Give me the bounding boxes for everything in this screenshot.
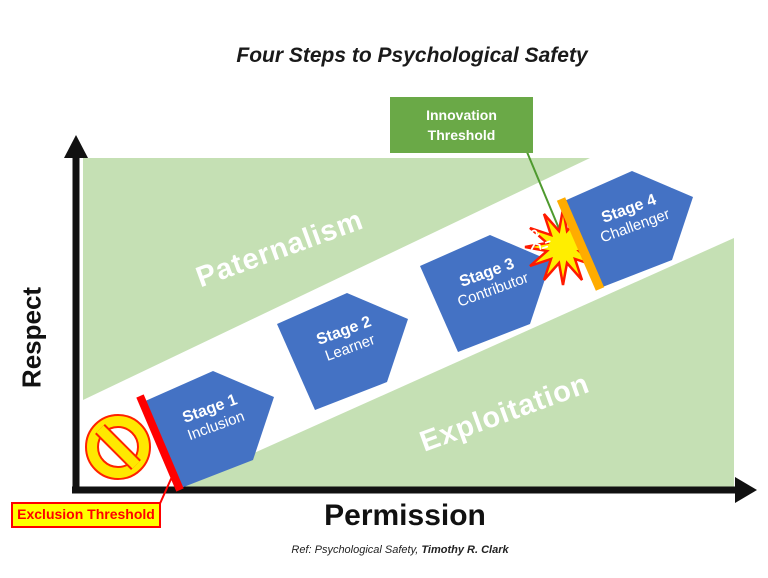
innovation-threshold-line2: Threshold [427,127,496,143]
stage1-label-block: Stage 1 Inclusion [146,365,281,457]
exclusion-threshold-callout: Exclusion Threshold [11,502,161,528]
innovation-threshold-callout: Innovation Threshold [390,97,533,153]
diagram-title: Four Steps to Psychological Safety [236,44,588,67]
stage4-pentagon [562,171,693,288]
paternalism-region [83,158,590,400]
exploitation-region [178,238,734,487]
running-person-icon [671,164,687,188]
y-axis-arrowhead [64,135,88,158]
x-axis-label: Permission [324,499,486,532]
reference-prefix: Ref: Psychological Safety, [291,544,422,556]
exclusion-threshold-bar [136,394,184,492]
stair-climbing-person-icon [530,229,551,250]
innovation-threshold-bar [556,197,605,291]
reference-note: Ref: Psychological Safety, Timothy R. Cl… [16,544,768,556]
innovation-threshold-line1: Innovation [426,107,497,123]
y-axis-label: Respect [16,286,47,389]
stage3-pentagon [420,235,551,352]
stage4-label-block: Stage 4 Challenger [565,164,700,257]
x-axis-arrowhead [735,477,757,503]
no-entry-icon [85,414,151,480]
reference-author: Timothy R. Clark [421,544,509,556]
stage1-pentagon [143,371,274,488]
stage2-label-block: Stage 2 Learner [280,284,415,379]
stage3-label-block: Stage 3 Contributor [423,229,558,321]
stage2-pentagon [277,293,408,410]
people-group-icon [246,365,275,387]
crouching-sprinter-icon [385,284,406,310]
